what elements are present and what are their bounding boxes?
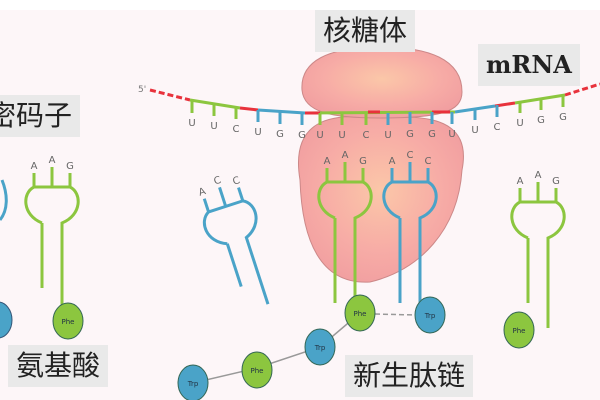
anticodon-base: A: [324, 156, 331, 167]
mrna-base: G: [406, 129, 414, 140]
amino-acid-name: Trp: [314, 344, 326, 352]
amino-acid-name: Phe: [251, 367, 264, 375]
ribosome-small-subunit: [301, 46, 463, 119]
anticodon-base: A: [517, 176, 524, 187]
anticodon-base: C: [407, 150, 414, 161]
ribosome: [298, 46, 464, 283]
mrna-base: U: [338, 130, 345, 141]
mrna-base: U: [516, 118, 523, 129]
mrna-base: G: [298, 130, 306, 141]
anticodon-base: A: [49, 155, 56, 166]
anticodon-base: G: [359, 156, 367, 167]
five-prime-label: 5': [138, 85, 146, 95]
trna: AAG: [317, 150, 373, 328]
trna: AAG: [510, 170, 566, 328]
trna-body: [382, 180, 438, 328]
mrna-base: C: [363, 130, 370, 141]
peptide-bond: [192, 312, 361, 384]
mrna-base: G: [559, 112, 567, 123]
amino-acid: [414, 296, 446, 334]
mrna-base: U: [254, 127, 261, 138]
amino-acid-name: Trp: [187, 380, 199, 388]
mrna-base: U: [448, 129, 455, 140]
mrna-base: U: [384, 130, 391, 141]
trna: ACC: [382, 150, 438, 328]
amino-acid: [52, 302, 84, 340]
anticodon-base: A: [342, 150, 349, 161]
anticodon-base: A: [389, 156, 396, 167]
amino-acid: [241, 351, 273, 389]
anticodon-base: A: [31, 161, 38, 172]
mrna-label: mRNA: [478, 44, 580, 86]
mrna-base: C: [494, 122, 501, 133]
trna-body: [24, 185, 80, 313]
amino-acid-name: Phe: [513, 327, 526, 335]
trna-partial: [0, 179, 8, 221]
amino-acid: [177, 364, 209, 400]
trna: AAG: [24, 155, 80, 313]
trna-body: [317, 180, 373, 328]
amino-acid-label: 氨基酸: [8, 345, 109, 387]
ribosome-large-subunit: [298, 115, 464, 283]
nascent-peptide-label: 新生肽链: [345, 355, 474, 397]
codon-label: 密码子: [0, 95, 81, 137]
trna-body: [202, 199, 270, 305]
amino-acid: [0, 301, 13, 339]
mrna-base: U: [210, 121, 217, 132]
anticodon-base: C: [425, 156, 432, 167]
amino-acid-name: Phe: [62, 318, 75, 326]
mrna-base: U: [316, 130, 323, 141]
anticodon-base: A: [535, 170, 542, 181]
ribosome-label: 核糖体: [315, 10, 416, 52]
amino-acid: [344, 294, 376, 332]
amino-acid-name: Phe: [354, 310, 367, 318]
anticodon-base: G: [552, 176, 560, 187]
anticodon-base: A: [197, 186, 207, 199]
amino-acid: [304, 328, 336, 366]
anticodon-base: G: [66, 161, 74, 172]
anticodon-base: C: [212, 175, 222, 188]
trna-body: [510, 200, 566, 328]
mrna-base: U: [471, 125, 478, 136]
mrna-base: U: [188, 118, 195, 129]
mrna-base: G: [428, 129, 436, 140]
anticodon-base: C: [231, 175, 241, 188]
forming-peptide-bond: [374, 313, 416, 316]
amino-acid-name: Trp: [424, 312, 436, 320]
amino-acid: [503, 311, 535, 349]
mrna-base: G: [537, 115, 545, 126]
mrna-base: G: [276, 129, 284, 140]
mrna-base: C: [233, 124, 240, 135]
